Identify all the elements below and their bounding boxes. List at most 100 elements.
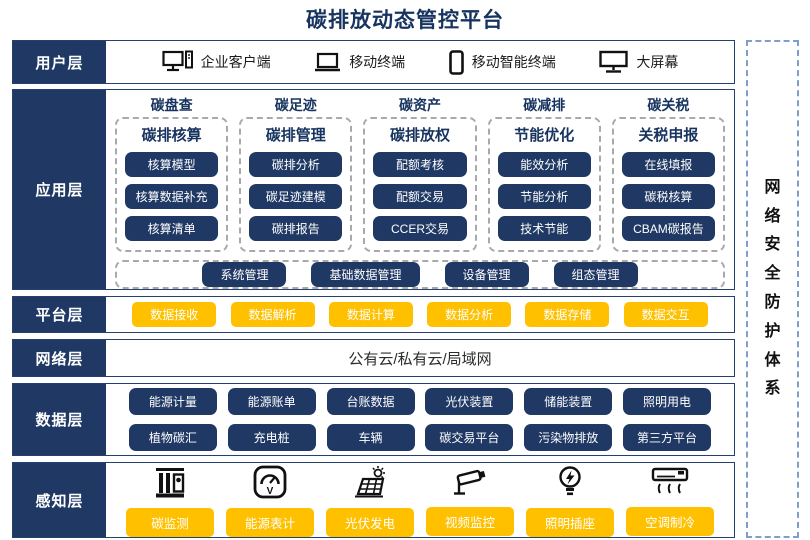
app-item: 节能分析 xyxy=(497,184,591,209)
solar-panel-icon xyxy=(350,465,390,499)
app-common-box: 系统管理 基础数据管理 设备管理 组态管理 xyxy=(115,260,725,289)
application-columns: 碳盘查 碳排核算 核算模型 核算数据补充 核算清单 碳足迹 碳排管理 碳排分析 xyxy=(115,92,726,252)
security-sidebar: 网络安全防护体系 xyxy=(746,40,799,538)
app-column-title: 碳排管理 xyxy=(265,127,326,144)
app-column-box: 碳排放权 配额考核 配额交易 CCER交易 xyxy=(363,117,477,252)
user-layer-content: 企业客户端 移动终端 移动智能终端 大屏幕 xyxy=(106,41,734,83)
data-item: 植物碳汇 xyxy=(128,424,217,451)
app-item: 在线填报 xyxy=(621,152,716,177)
app-common-item: 组态管理 xyxy=(553,262,638,287)
app-item: 核算数据补充 xyxy=(125,184,219,209)
perception-item-label: 视频监控 xyxy=(426,507,514,536)
app-column-box: 关税申报 在线填报 碳税核算 CBAM碳报告 xyxy=(611,117,726,252)
perception-item-label: 碳监测 xyxy=(126,508,214,537)
svg-text:V: V xyxy=(267,486,274,497)
network-layer-label: 网络层 xyxy=(13,340,106,376)
app-column-header: 碳资产 xyxy=(399,97,441,113)
user-item-smart-mobile-terminal: 移动智能终端 xyxy=(448,49,556,75)
app-column-title: 碳排放权 xyxy=(390,127,451,144)
data-item: 车辆 xyxy=(326,424,415,451)
perception-item-video-surveillance: 视频监控 xyxy=(426,466,514,536)
data-item: 能源账单 xyxy=(227,388,316,415)
app-item: 碳排报告 xyxy=(249,216,343,241)
user-item-big-screen: 大屏幕 xyxy=(599,50,678,74)
app-column-header: 碳减排 xyxy=(523,97,566,113)
app-column-title: 碳排核算 xyxy=(141,127,202,144)
app-column-carbon-footprint: 碳足迹 碳排管理 碳排分析 碳足迹建模 碳排报告 xyxy=(239,92,353,252)
user-item-label: 大屏幕 xyxy=(636,54,679,70)
perception-item-energy-meter: V 能源表计 xyxy=(226,465,314,537)
data-row-2: 植物碳汇 充电桩 车辆 碳交易平台 污染物排放 第三方平台 xyxy=(118,424,722,451)
desktop-pc-icon xyxy=(161,50,193,74)
app-column-carbon-inventory: 碳盘查 碳排核算 核算模型 核算数据补充 核算清单 xyxy=(115,92,229,252)
data-item: 第三方平台 xyxy=(623,424,712,451)
perception-layer-band: 感知层 碳监测 V 能源表计 光伏发电 xyxy=(12,462,735,538)
user-item-label: 企业客户端 xyxy=(200,54,271,70)
data-item: 储能装置 xyxy=(524,388,613,415)
platform-item: 数据解析 xyxy=(230,302,315,327)
platform-layer-content: 数据接收 数据解析 数据计算 数据分析 数据存储 数据交互 xyxy=(106,297,734,332)
perception-item-air-conditioning: 空调制冷 xyxy=(626,466,714,536)
emission-monitor-icon xyxy=(153,465,187,499)
app-item: 碳足迹建模 xyxy=(249,184,343,209)
perception-item-carbon-monitoring: 碳监测 xyxy=(126,465,214,537)
user-layer-band: 用户层 企业客户端 移动终端 移动智能终端 xyxy=(12,40,735,84)
network-layer-text: 公有云/私有云/局域网 xyxy=(348,350,492,368)
app-item: CCER交易 xyxy=(373,216,467,241)
app-column-header: 碳足迹 xyxy=(274,97,317,113)
app-item: 配额考核 xyxy=(373,152,467,177)
light-bulb-icon xyxy=(557,465,583,499)
app-column-box: 节能优化 能效分析 节能分析 技术节能 xyxy=(487,117,601,252)
data-layer-band: 数据层 能源计量 能源账单 台账数据 光伏装置 储能装置 照明用电 植物碳汇 充… xyxy=(12,383,735,456)
perception-item-label: 照明插座 xyxy=(526,508,614,537)
data-item: 充电桩 xyxy=(227,424,316,451)
perception-item-lighting-socket: 照明插座 xyxy=(526,465,614,537)
air-conditioner-icon xyxy=(651,466,689,498)
cctv-camera-icon xyxy=(450,466,490,498)
data-item: 台账数据 xyxy=(326,388,415,415)
energy-meter-icon: V xyxy=(253,465,287,499)
perception-layer-content: 碳监测 V 能源表计 光伏发电 视频监控 xyxy=(106,463,734,537)
application-layer-content: 碳盘查 碳排核算 核算模型 核算数据补充 核算清单 碳足迹 碳排管理 碳排分析 xyxy=(106,90,734,289)
app-column-carbon-reduction: 碳减排 节能优化 能效分析 节能分析 技术节能 xyxy=(487,92,601,252)
data-item: 能源计量 xyxy=(128,388,217,415)
app-item: 碳排分析 xyxy=(249,152,343,177)
security-sidebar-label: 网络安全防护体系 xyxy=(764,178,781,398)
app-column-title: 节能优化 xyxy=(514,127,575,144)
network-layer-band: 网络层 公有云/私有云/局域网 xyxy=(12,339,735,377)
app-item: 核算模型 xyxy=(125,152,219,177)
user-item-enterprise-client: 企业客户端 xyxy=(161,50,271,74)
app-column-box: 碳排管理 碳排分析 碳足迹建模 碳排报告 xyxy=(239,117,353,252)
data-item: 光伏装置 xyxy=(425,388,514,415)
app-column-header: 碳盘查 xyxy=(150,97,193,113)
page-title: 碳排放动态管控平台 xyxy=(306,9,504,32)
platform-item: 数据存储 xyxy=(525,302,610,327)
app-item: 核算清单 xyxy=(125,216,219,241)
platform-item: 数据交互 xyxy=(623,302,708,327)
app-item: CBAM碳报告 xyxy=(621,216,716,241)
app-common-item: 基础数据管理 xyxy=(311,262,420,287)
data-item: 照明用电 xyxy=(623,388,712,415)
perception-item-label: 能源表计 xyxy=(226,508,314,537)
app-item: 能效分析 xyxy=(497,152,591,177)
laptop-icon xyxy=(314,51,341,73)
data-layer-label: 数据层 xyxy=(13,384,106,455)
user-item-label: 移动终端 xyxy=(349,54,406,70)
app-item: 配额交易 xyxy=(373,184,467,209)
platform-layer-band: 平台层 数据接收 数据解析 数据计算 数据分析 数据存储 数据交互 xyxy=(12,296,735,333)
perception-item-solar-power: 光伏发电 xyxy=(326,465,414,537)
application-layer-band: 应用层 碳盘查 碳排核算 核算模型 核算数据补充 核算清单 碳足迹 xyxy=(12,89,735,290)
data-row-1: 能源计量 能源账单 台账数据 光伏装置 储能装置 照明用电 xyxy=(118,388,722,415)
app-column-carbon-tariff: 碳关税 关税申报 在线填报 碳税核算 CBAM碳报告 xyxy=(611,92,726,252)
user-item-label: 移动智能终端 xyxy=(471,54,556,70)
perception-item-label: 空调制冷 xyxy=(626,507,714,536)
app-column-title: 关税申报 xyxy=(638,127,699,144)
smartphone-icon xyxy=(448,49,464,75)
platform-item: 数据分析 xyxy=(427,302,512,327)
application-layer-label: 应用层 xyxy=(13,90,106,289)
big-screen-icon xyxy=(599,50,629,74)
app-column-box: 碳排核算 核算模型 核算数据补充 核算清单 xyxy=(115,117,229,252)
app-column-header: 碳关税 xyxy=(647,97,690,113)
platform-item: 数据计算 xyxy=(328,302,413,327)
